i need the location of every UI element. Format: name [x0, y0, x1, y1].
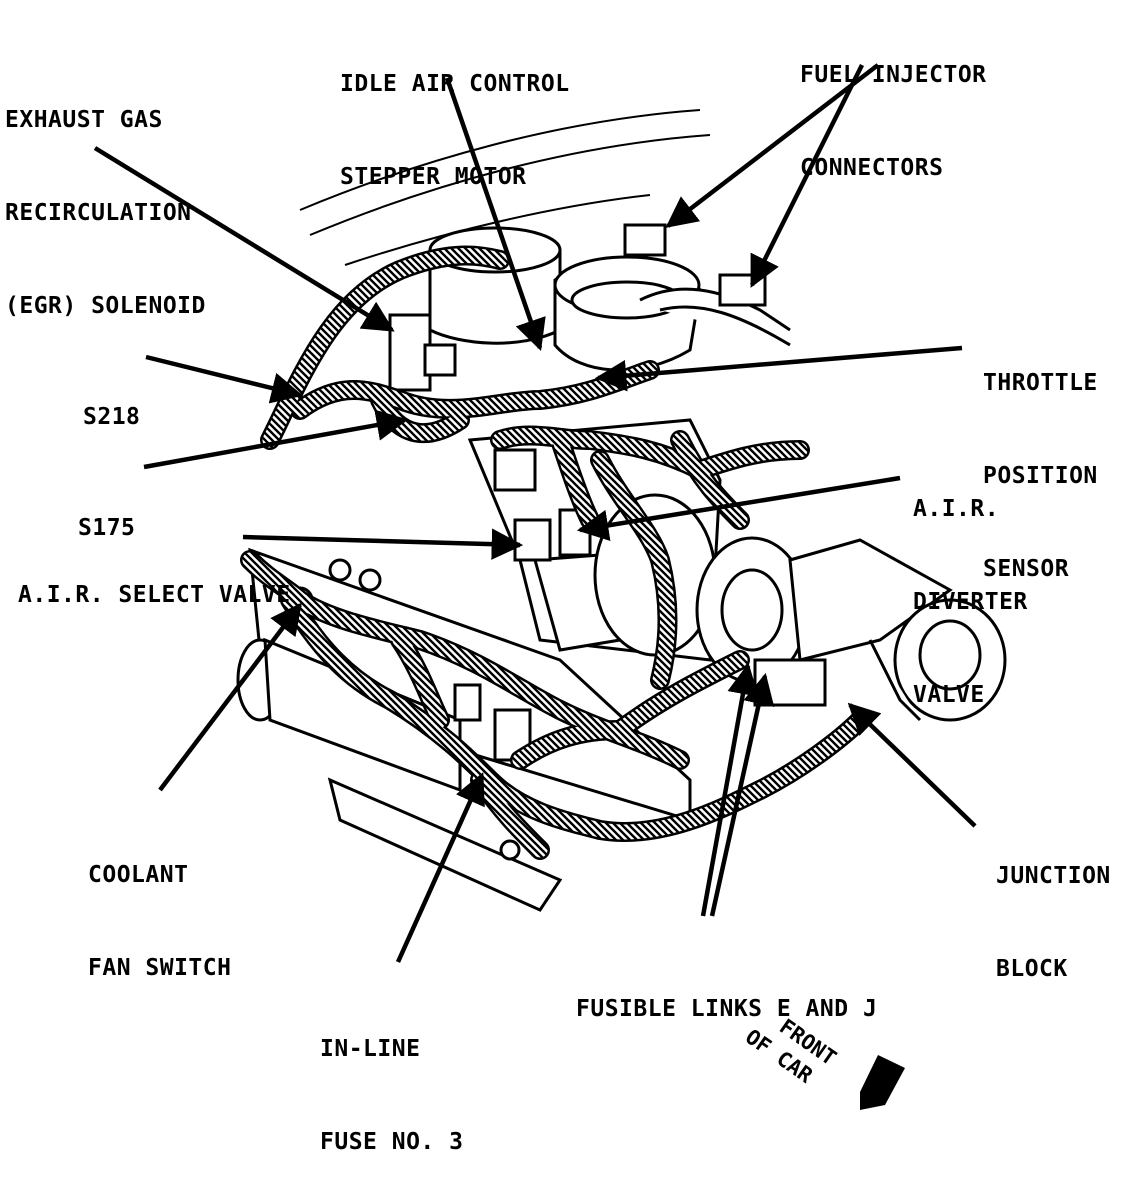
leader-junction [847, 702, 977, 828]
label-idle-air-control: IDLE AIR CONTROL STEPPER MOTOR [340, 71, 570, 190]
label-throttle-position-sensor: THROTTLE POSITION SENSOR [983, 370, 1098, 582]
egr-solenoid [388, 313, 457, 392]
leader-fuel-1 [665, 63, 880, 228]
label-coolant-fan-switch: COOLANT FAN SWITCH [88, 862, 232, 981]
leader-air-diverter [576, 475, 901, 541]
fuel-rail [623, 223, 791, 347]
leader-air-select [242, 528, 524, 560]
label-s218: S218 [83, 404, 141, 430]
leader-s175 [143, 409, 409, 470]
leader-fusible-2 [709, 672, 775, 917]
leader-egr [93, 146, 395, 332]
leader-s218 [145, 354, 304, 404]
front-arrow-icon [860, 1055, 905, 1110]
label-junction-block: JUNCTION BLOCK [996, 863, 1111, 982]
label-air-select-valve: A.I.R. SELECT VALVE [18, 582, 291, 608]
engine-diagram [93, 63, 1007, 1110]
leader-coolant [158, 602, 302, 792]
leader-inline-fuse [395, 772, 485, 963]
label-fuel-injector-connectors: FUEL INJECTOR CONNECTORS [800, 62, 987, 181]
leader-iac [444, 77, 546, 351]
hood-outline [299, 109, 711, 266]
leader-fuel-2 [749, 63, 865, 288]
leader-tps [594, 345, 963, 392]
label-s175: S175 [78, 515, 136, 541]
label-air-diverter-valve: A.I.R. DIVERTER VALVE [913, 496, 1028, 708]
leader-fusible-1 [700, 662, 759, 917]
label-fusible-links: FUSIBLE LINKS E AND J [576, 996, 878, 1022]
leader-lines [93, 63, 977, 963]
label-egr-solenoid: EXHAUST GAS RECIRCULATION (EGR) SOLENOID [5, 107, 206, 319]
label-inline-fuse: IN-LINE FUSE NO. 3 [320, 1036, 464, 1155]
